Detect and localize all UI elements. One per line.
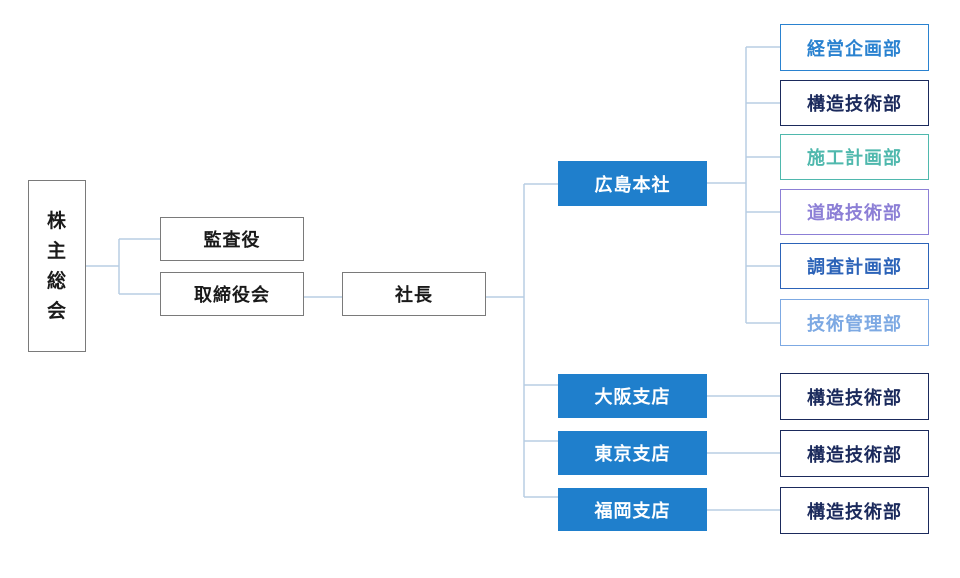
dept-hq-3-label: 施工計画部 — [807, 148, 902, 169]
dept-fukuoka: 構造技術部 — [780, 487, 929, 534]
node-fukuoka-label: 福岡支店 — [594, 500, 671, 522]
dept-hq-2-label: 構造技術部 — [807, 94, 902, 115]
node-fukuoka-branch: 福岡支店 — [558, 488, 707, 531]
node-hq: 広島本社 — [558, 161, 707, 206]
node-auditor-label: 監査役 — [203, 230, 261, 251]
shareholders-char-3: 総 — [46, 270, 67, 292]
dept-hq-4: 道路技術部 — [780, 189, 929, 235]
shareholders-char-4: 会 — [46, 300, 67, 322]
dept-fukuoka-label: 構造技術部 — [807, 501, 902, 523]
node-tokyo-label: 東京支店 — [594, 444, 671, 465]
node-auditor: 監査役 — [160, 217, 304, 261]
node-hq-label: 広島本社 — [594, 174, 671, 196]
node-osaka-branch: 大阪支店 — [558, 374, 707, 418]
node-president-label: 社長 — [395, 285, 433, 306]
dept-tokyo-label: 構造技術部 — [807, 444, 902, 466]
dept-hq-5: 調査計画部 — [780, 243, 929, 289]
node-board-label: 取締役会 — [194, 285, 270, 306]
dept-hq-1: 経営企画部 — [780, 24, 929, 71]
dept-hq-6: 技術管理部 — [780, 299, 929, 346]
node-osaka-label: 大阪支店 — [594, 387, 671, 408]
dept-hq-2: 構造技術部 — [780, 80, 929, 126]
dept-osaka-label: 構造技術部 — [807, 387, 902, 409]
node-president: 社長 — [342, 272, 486, 316]
dept-hq-5-label: 調査計画部 — [807, 257, 902, 278]
node-board: 取締役会 — [160, 272, 304, 316]
dept-hq-1-label: 経営企画部 — [807, 38, 902, 60]
dept-hq-3: 施工計画部 — [780, 134, 929, 180]
dept-osaka: 構造技術部 — [780, 373, 929, 420]
node-tokyo-branch: 東京支店 — [558, 431, 707, 475]
node-shareholders-meeting: 株 主 総 会 — [28, 180, 86, 352]
shareholders-char-1: 株 — [46, 210, 67, 232]
dept-hq-6-label: 技術管理部 — [807, 313, 902, 335]
dept-hq-4-label: 道路技術部 — [807, 203, 902, 224]
shareholders-char-2: 主 — [46, 240, 67, 262]
dept-tokyo: 構造技術部 — [780, 430, 929, 477]
